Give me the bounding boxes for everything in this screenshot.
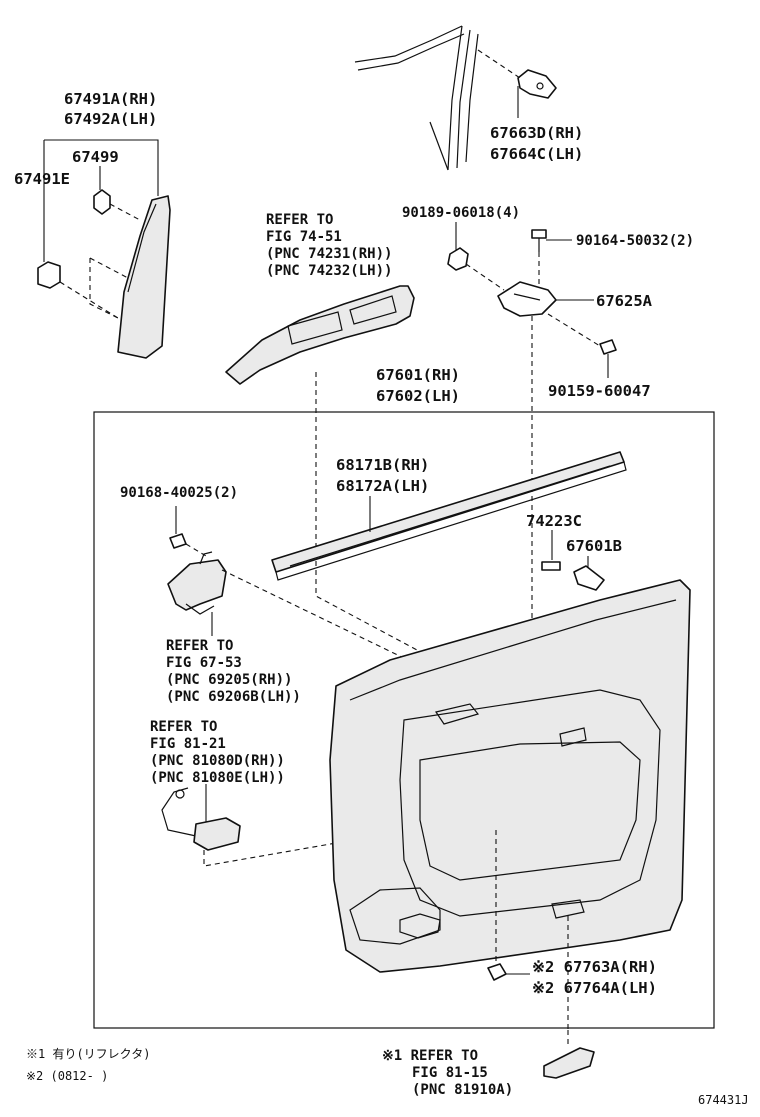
label-67602: 67602(LH) xyxy=(376,387,460,405)
glass-run-part xyxy=(354,25,479,171)
label-74223c: 74223C xyxy=(526,512,582,530)
clip-67491e-part xyxy=(37,261,61,289)
label-67625a: 67625A xyxy=(596,292,653,310)
refer-81-15-line2: FIG 81-15 xyxy=(412,1065,488,1081)
refer-74-51-line3: (PNC 74231(RH)) xyxy=(266,246,392,262)
refer-74-51-line1: REFER TO xyxy=(266,212,333,228)
refer-74-51-line2: FIG 74-51 xyxy=(266,229,342,245)
footnote-1: ※1 有り(リフレクタ) xyxy=(26,1047,150,1061)
refer-81-21-line4: (PNC 81080E(LH)) xyxy=(150,770,285,786)
screw-90159-part xyxy=(599,339,617,355)
refer-81-21-line2: FIG 81-21 xyxy=(150,736,226,752)
refer-81-15-line1: ※1 REFER TO xyxy=(382,1048,478,1064)
label-67491a: 67491A(RH) xyxy=(64,90,157,108)
label-67601: 67601(RH) xyxy=(376,366,460,384)
label-90159: 90159-60047 xyxy=(548,382,651,400)
door-trim-board-part xyxy=(329,579,691,973)
clip-74223c-part xyxy=(541,561,561,571)
clip-67601b-part xyxy=(573,565,605,591)
clip-67663d-part xyxy=(517,69,557,99)
reflector-part xyxy=(543,1047,595,1079)
armrest-upper-panel-part xyxy=(225,285,415,385)
refer-67-53-line1: REFER TO xyxy=(166,638,233,654)
label-67664c: 67664C(LH) xyxy=(490,145,583,163)
inside-handle-part xyxy=(167,551,227,615)
clip-67763a-part xyxy=(487,963,507,981)
label-67764a: ※2 67764A(LH) xyxy=(532,979,657,997)
clip-67499-part xyxy=(93,189,111,215)
footnote-2: ※2 (0812- ) xyxy=(26,1069,108,1083)
refer-74-51-line4: (PNC 74232(LH)) xyxy=(266,263,392,279)
label-90168: 90168-40025(2) xyxy=(120,485,238,501)
nut-90189-part xyxy=(447,247,469,271)
label-90164: 90164-50032(2) xyxy=(576,233,694,249)
refer-81-21-line1: REFER TO xyxy=(150,719,217,735)
label-68172a: 68172A(LH) xyxy=(336,477,429,495)
door-panel-frame xyxy=(93,411,715,1029)
refer-67-53-line4: (PNC 69206B(LH)) xyxy=(166,689,301,705)
label-68171b: 68171B(RH) xyxy=(336,456,429,474)
refer-67-53-line3: (PNC 69205(RH)) xyxy=(166,672,292,688)
refer-67-53-line2: FIG 67-53 xyxy=(166,655,242,671)
label-67492a: 67492A(LH) xyxy=(64,110,157,128)
label-67763a: ※2 67763A(RH) xyxy=(532,958,657,976)
screw-90164-part xyxy=(531,229,547,252)
label-90189: 90189-06018(4) xyxy=(402,205,520,221)
pillar-garnish-part xyxy=(117,195,171,359)
courtesy-lamp-switch-part xyxy=(161,787,241,851)
screw-90168-part xyxy=(169,533,187,549)
diagram-id: 674431J xyxy=(698,1093,749,1107)
label-67601b: 67601B xyxy=(566,537,622,555)
belt-weatherstrip-part xyxy=(271,451,627,581)
bracket-67625a-part xyxy=(497,281,557,317)
label-67499: 67499 xyxy=(72,148,119,166)
label-67491e: 67491E xyxy=(14,170,70,188)
refer-81-21-line3: (PNC 81080D(RH)) xyxy=(150,753,285,769)
label-67663d: 67663D(RH) xyxy=(490,124,583,142)
refer-81-15-line3: (PNC 81910A) xyxy=(412,1082,513,1098)
